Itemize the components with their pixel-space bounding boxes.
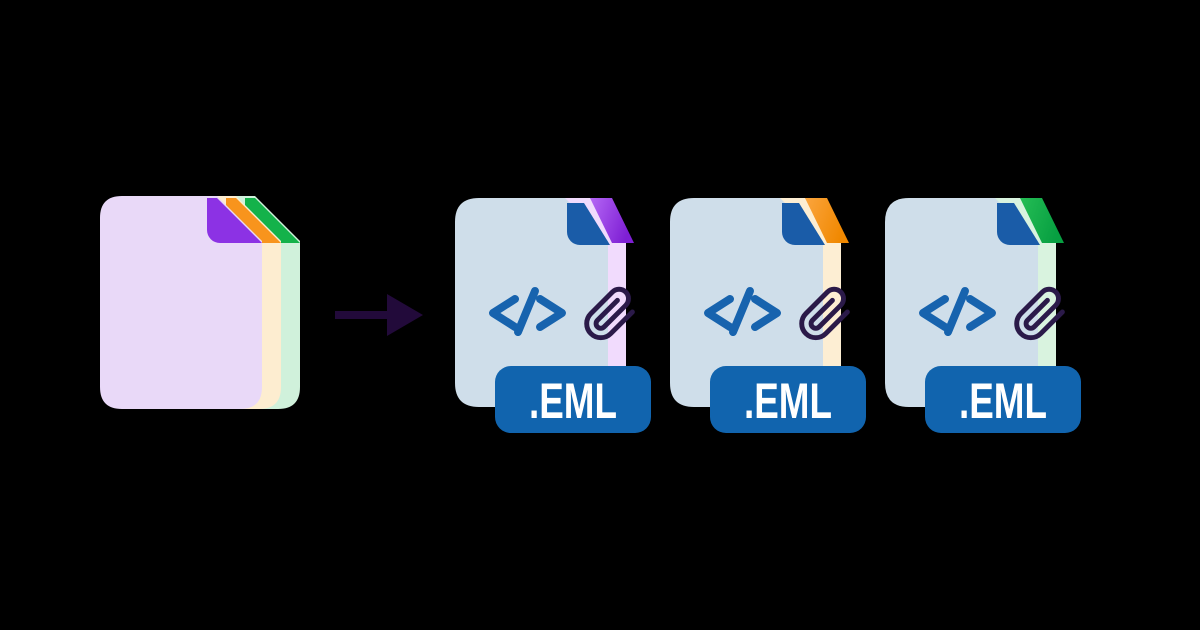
eml-file-front-sheet-folded-corner [782,203,825,245]
code-icon [919,287,996,336]
eml-file-icon-2: .EML [670,198,866,433]
source-document-stack [100,196,300,409]
eml-badge-label: .EML [529,373,617,429]
eml-badge [495,366,651,433]
eml-badge [710,366,866,433]
eml-badge-label: .EML [744,373,832,429]
code-icon [704,287,781,336]
eml-file-back-sheet-folded-corner [1020,198,1064,243]
paperclip-icon [1014,286,1065,341]
paperclip-icon [799,286,850,341]
eml-file-icon-3: .EML [885,198,1081,433]
eml-file-back-sheet-folded-corner [805,198,849,243]
eml-file-front-sheet-folded-corner [567,203,610,245]
eml-badge [925,366,1081,433]
stack-sheet-front-folded-corner [207,198,262,243]
stack-sheet-front [100,196,262,409]
eml-file-icon-1: .EML [455,198,651,433]
eml-file-front-sheet-folded-corner [997,203,1040,245]
paperclip-icon [584,286,635,341]
eml-badge-label: .EML [959,373,1047,429]
code-icon [489,287,566,336]
eml-file-back-sheet-folded-corner [590,198,634,243]
conversion-arrow-icon [335,294,423,336]
